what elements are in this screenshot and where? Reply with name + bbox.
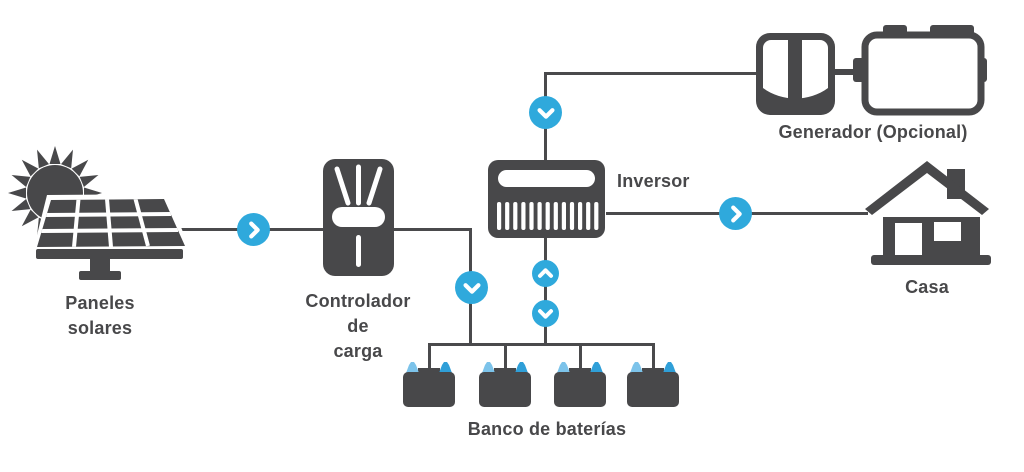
arrow-down-icon bbox=[529, 96, 562, 129]
battery-icon bbox=[627, 362, 679, 407]
connector-generator-horizontal bbox=[544, 72, 756, 75]
solar-panels-label-line: solares bbox=[67, 318, 133, 338]
charge-controller-label: Controlador de carga bbox=[288, 289, 428, 364]
battery-icon bbox=[479, 362, 531, 407]
battery-drop-line bbox=[652, 343, 655, 370]
generator-icon bbox=[756, 25, 987, 116]
arrow-right-icon bbox=[719, 197, 752, 230]
battery-drop-line bbox=[579, 343, 582, 370]
arrow-down-icon bbox=[532, 300, 559, 327]
charge-controller-label-line: carga bbox=[333, 341, 383, 361]
charge-controller-label-line: Controlador bbox=[305, 291, 411, 311]
arrow-right-icon bbox=[237, 213, 270, 246]
charge-controller-icon bbox=[323, 159, 394, 276]
charge-controller-label-line: de bbox=[347, 316, 369, 336]
battery-icon bbox=[403, 362, 455, 407]
house-icon bbox=[865, 161, 991, 265]
battery-bus-line bbox=[428, 343, 655, 346]
inverter-label: Inversor bbox=[617, 171, 690, 191]
connector-controller-horizontal bbox=[394, 228, 472, 231]
battery-bank-label: Banco de baterías bbox=[467, 419, 627, 439]
connector-inverter-to-bus-vertical bbox=[544, 238, 547, 345]
arrow-down-icon bbox=[455, 271, 488, 304]
solar-panel-icon bbox=[8, 146, 190, 280]
arrow-up-icon bbox=[532, 260, 559, 287]
inverter-icon bbox=[488, 160, 605, 238]
solar-panels-label-line: Paneles bbox=[65, 293, 135, 313]
battery-icon bbox=[554, 362, 606, 407]
solar-panels-label: Paneles solares bbox=[30, 291, 170, 341]
generator-label: Generador (Opcional) bbox=[778, 122, 968, 142]
house-label: Casa bbox=[905, 277, 949, 297]
battery-drop-line bbox=[504, 343, 507, 370]
battery-drop-line bbox=[428, 343, 431, 370]
